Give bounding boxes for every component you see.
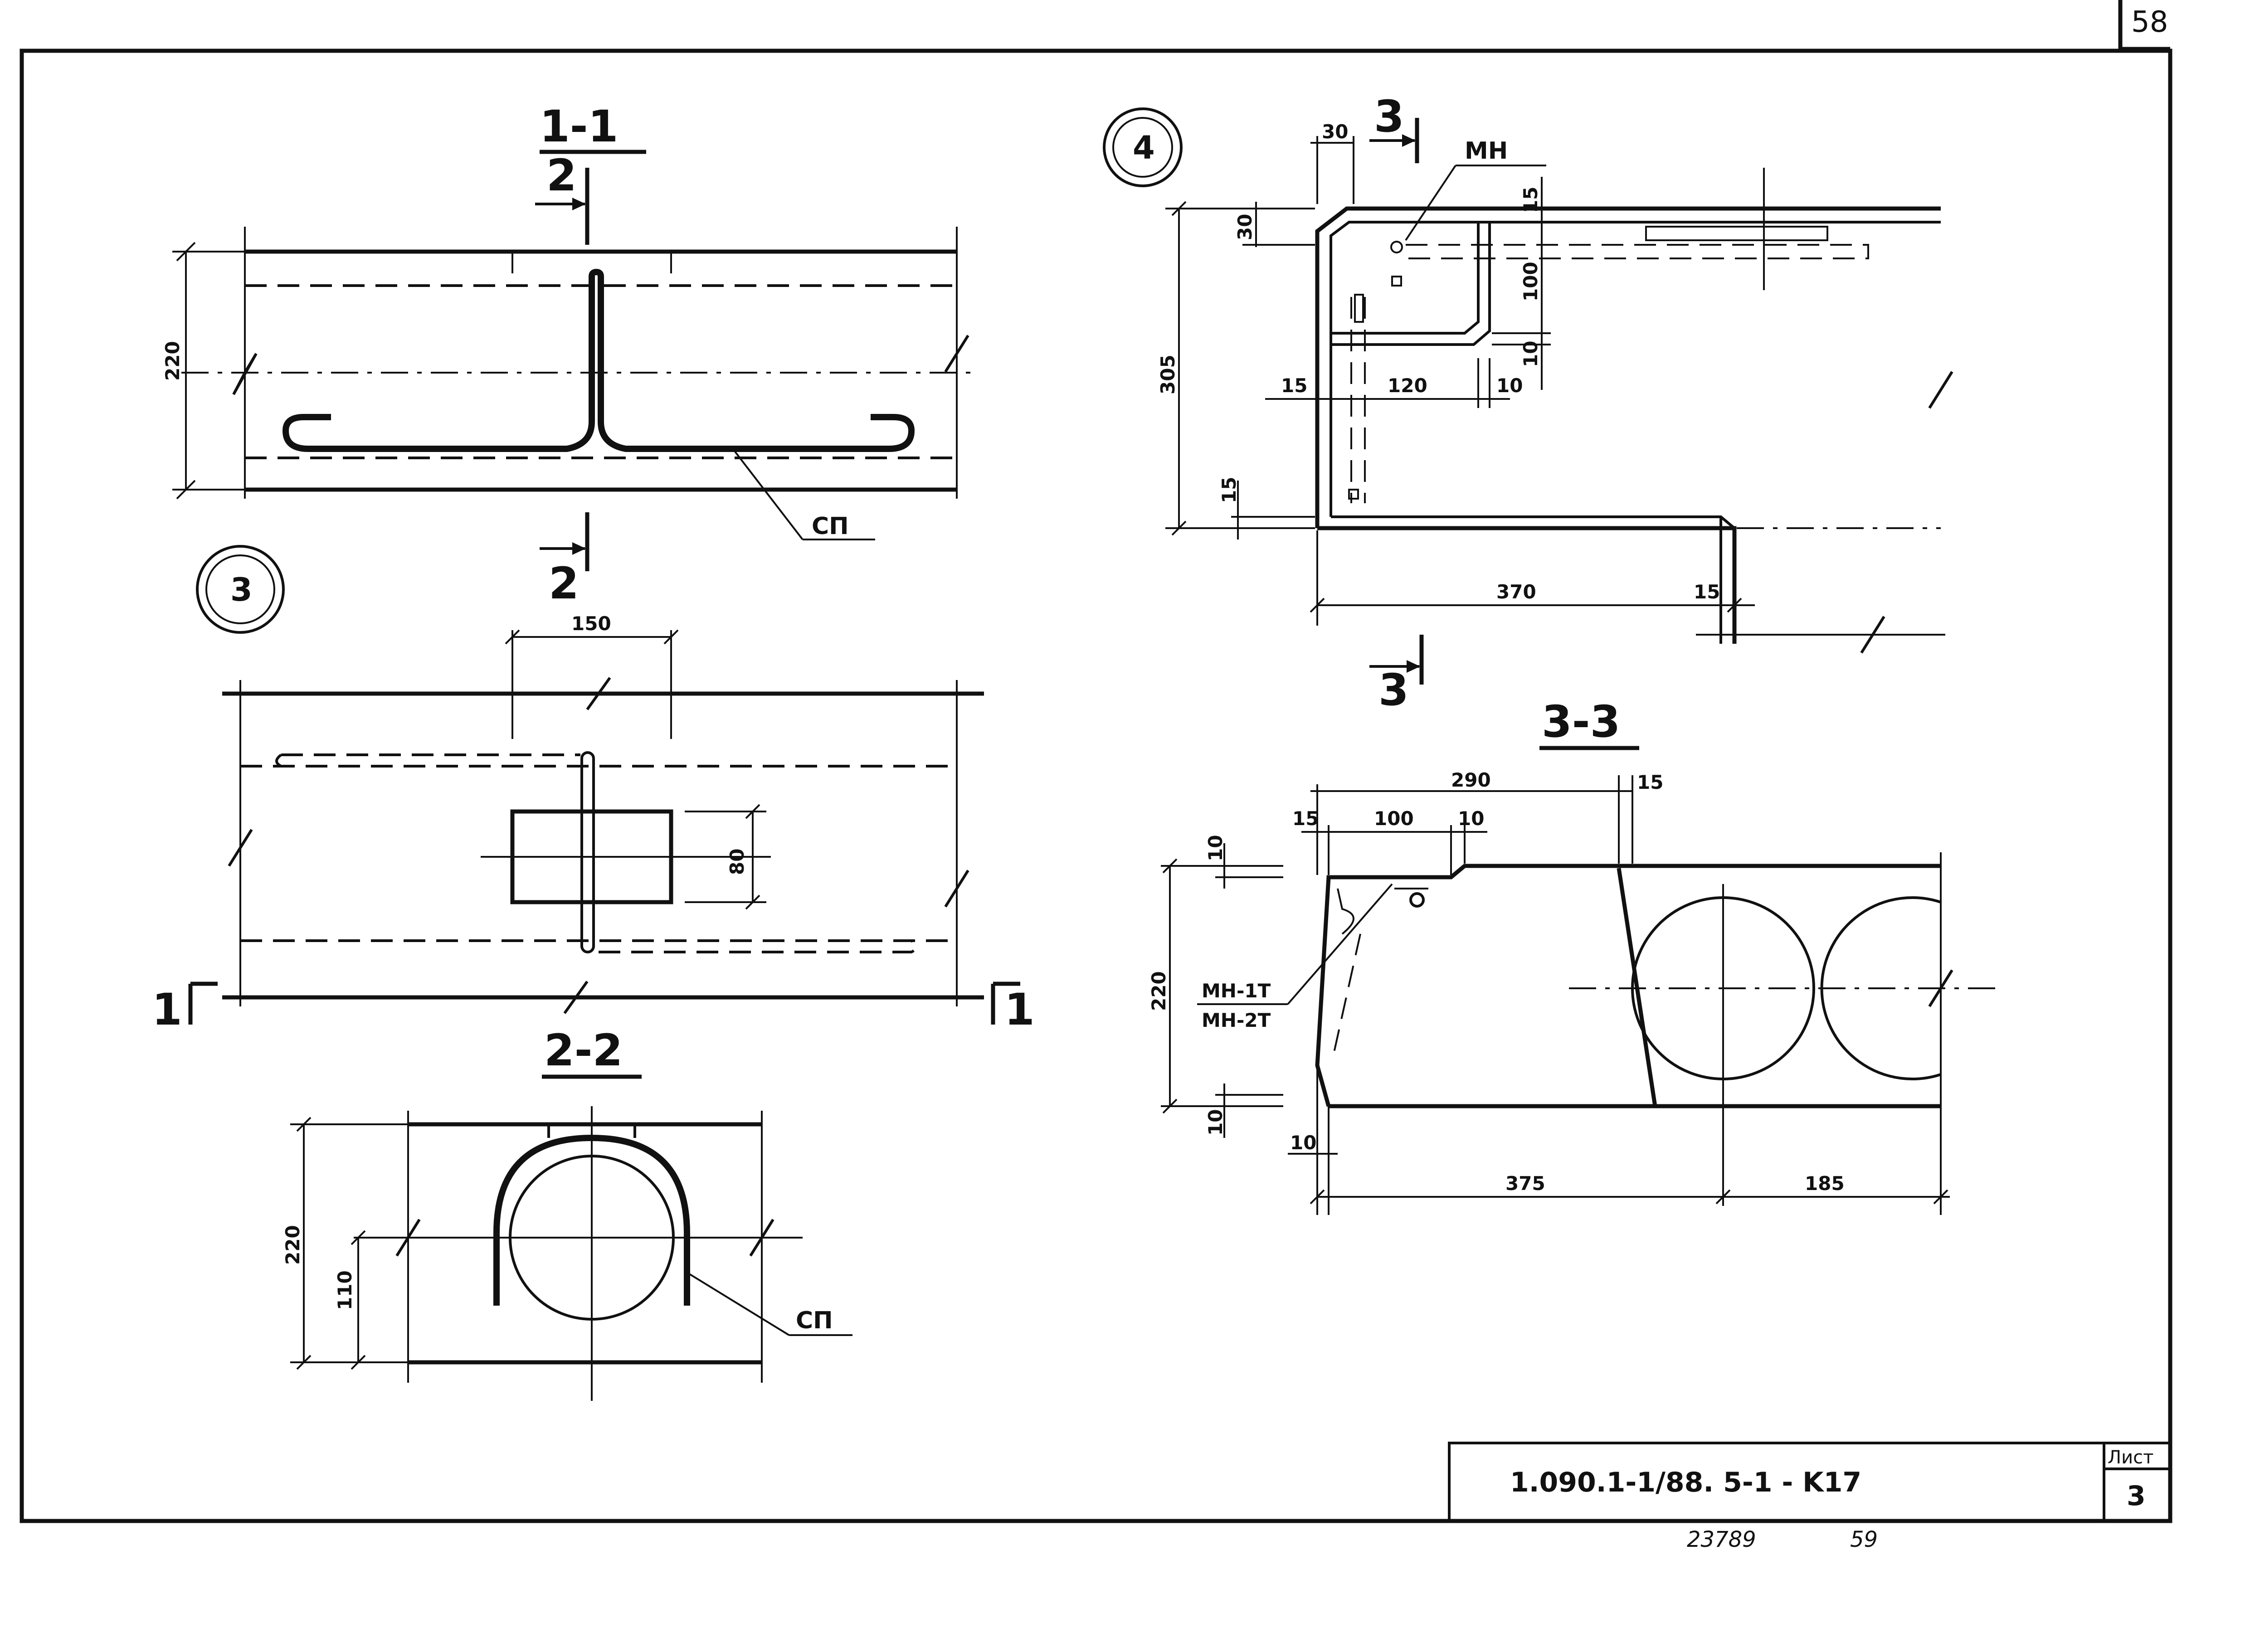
section-2-2-dim-total: 220 — [282, 1225, 304, 1265]
detail-4-dim-15-c: 15 — [1694, 581, 1720, 603]
detail-3-dim-height: 80 — [726, 849, 748, 875]
detail-3: 3 150 80 — [152, 545, 1035, 1035]
section-3-3-dim-185: 185 — [1805, 1172, 1845, 1195]
section-3-3-dim-375: 375 — [1505, 1172, 1545, 1195]
section-1-1-title: 1-1 — [540, 101, 618, 152]
section-2-2-dim-half: 110 — [334, 1270, 356, 1310]
detail-4-dim-10-right: 10 — [1520, 341, 1542, 367]
drawing-designation: 1.090.1-1/88. 5-1 - K17 — [1510, 1467, 1861, 1498]
section-3-3-dim-15-top: 15 — [1637, 771, 1663, 793]
detail-3-cut-left: 1 — [152, 984, 182, 1035]
section-3-3-title: 3-3 — [1542, 696, 1620, 747]
detail-4-marker: 4 — [1133, 129, 1155, 166]
page-number: 58 — [2131, 5, 2168, 39]
section-1-1-bar-label: СП — [812, 513, 849, 540]
section-3-3: 3-3 МН-1Т МН-2Т 290 15 15 100 10 — [1148, 696, 2000, 1215]
detail-4-dim-305: 305 — [1157, 355, 1179, 394]
section-3-3-dim-15-left: 15 — [1292, 807, 1319, 830]
detail-3-marker: 3 — [230, 571, 253, 608]
detail-4-dim-15-a: 15 — [1281, 374, 1307, 397]
section-1-1-cut-bottom: 2 — [549, 558, 579, 609]
detail-4-cut-bottom: 3 — [1378, 665, 1409, 715]
detail-4-cut-top: 3 — [1374, 91, 1404, 142]
section-3-3-dim-10-left-top: 10 — [1204, 835, 1227, 861]
section-2-2-bar-label: СП — [796, 1307, 833, 1334]
detail-4-dim-10-b: 10 — [1496, 374, 1523, 397]
title-block — [1448, 1442, 2172, 1522]
detail-3-cut-right: 1 — [1004, 984, 1035, 1035]
section-3-3-dim-220: 220 — [1148, 971, 1170, 1011]
section-1-1: 1-1 2 220 СП 2 — [161, 101, 975, 609]
section-1-1-cut-top: 2 — [546, 150, 577, 201]
section-3-3-dim-10-left-bottom: 10 — [1204, 1109, 1227, 1136]
detail-4: 4 3 МН 30 — [1103, 91, 1953, 715]
detail-3-dim-width: 150 — [571, 612, 611, 635]
sheet-label: Лист — [2108, 1447, 2153, 1468]
section-3-3-dim-290: 290 — [1451, 769, 1491, 791]
section-3-3-embed-label-2: МН-2Т — [1202, 1009, 1271, 1031]
sheet-number: 3 — [2127, 1480, 2146, 1512]
footer-page-number: 59 — [1850, 1527, 1878, 1552]
detail-4-dim-120: 120 — [1388, 374, 1427, 397]
detail-4-dim-15-right: 15 — [1520, 187, 1542, 213]
detail-4-embed-label: МН — [1465, 137, 1508, 165]
detail-4-dim-100: 100 — [1520, 262, 1542, 301]
detail-4-dim-30-top: 30 — [1322, 121, 1348, 143]
detail-4-dim-30-left: 30 — [1234, 214, 1256, 240]
drawing-frame — [19, 0, 2172, 1523]
section-3-3-dim-10-bottom: 10 — [1290, 1132, 1316, 1154]
detail-4-dim-15-bottom: 15 — [1218, 477, 1240, 503]
section-2-2: 2-2 220 110 СП — [282, 1025, 852, 1401]
section-3-3-embed-label-1: МН-1Т — [1202, 980, 1271, 1002]
archive-number: 23789 — [1687, 1527, 1756, 1552]
section-3-3-dim-100: 100 — [1374, 807, 1414, 830]
section-1-1-dim-height: 220 — [161, 341, 184, 381]
section-3-3-dim-10-a: 10 — [1458, 807, 1484, 830]
detail-4-dim-370: 370 — [1496, 581, 1536, 603]
section-2-2-title: 2-2 — [544, 1025, 623, 1076]
